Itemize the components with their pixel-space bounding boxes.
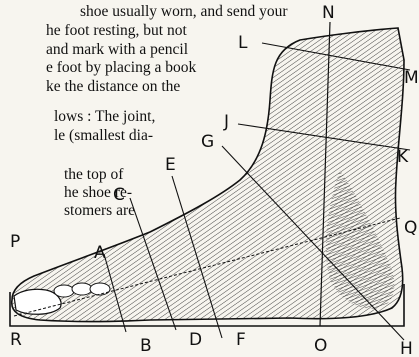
label-D: D <box>189 330 202 350</box>
label-C: C <box>113 185 125 205</box>
label-M: M <box>404 68 419 88</box>
label-Q: Q <box>404 218 417 238</box>
label-E: E <box>165 155 176 175</box>
label-H: H <box>400 339 413 357</box>
label-R: R <box>10 330 22 350</box>
label-K: K <box>397 147 409 167</box>
label-O: O <box>314 336 327 356</box>
label-N: N <box>322 3 335 23</box>
toe <box>90 283 110 295</box>
toe <box>72 283 92 295</box>
label-G: G <box>201 132 214 152</box>
label-L: L <box>238 33 248 53</box>
label-A: A <box>94 243 106 263</box>
label-F: F <box>236 330 246 350</box>
label-J: J <box>223 112 229 132</box>
label-P: P <box>10 232 20 252</box>
toe <box>54 285 74 297</box>
label-B: B <box>140 336 152 356</box>
